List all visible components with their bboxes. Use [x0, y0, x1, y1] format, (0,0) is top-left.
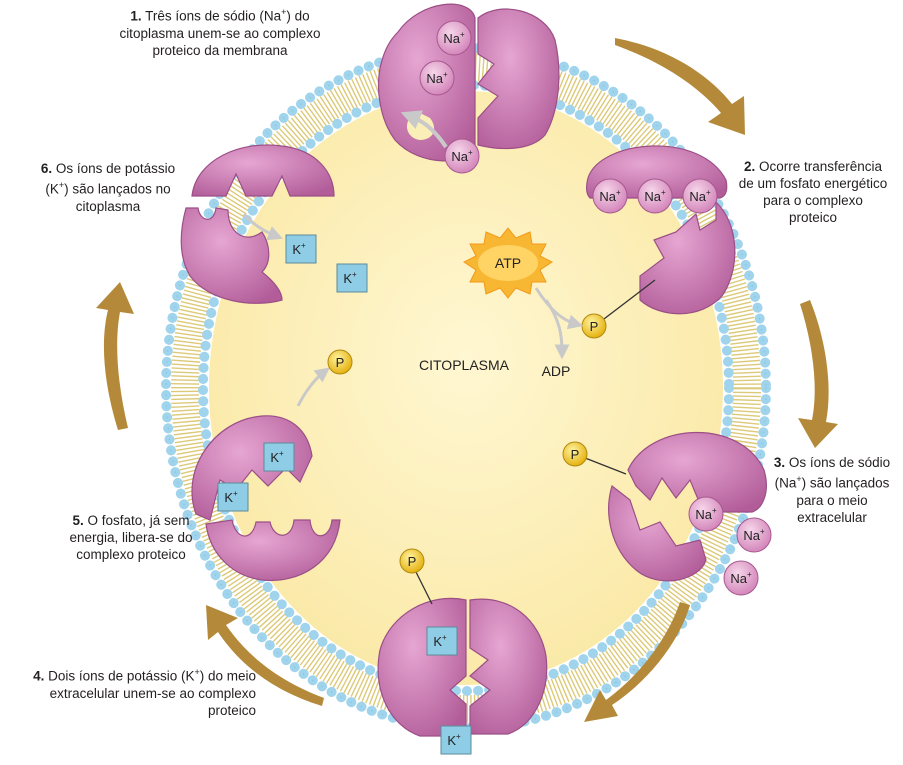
- phosphate-bond: [413, 567, 433, 605]
- pump-protein-step-4: [377, 597, 548, 737]
- ion-label: Na+: [644, 188, 666, 204]
- pump-protein-step-6: [180, 144, 335, 304]
- ion-binding-arrow: [400, 110, 448, 149]
- step-2-caption: 2. Ocorre transferência de um fosfato en…: [738, 159, 888, 225]
- phosphate-group: P: [562, 441, 588, 467]
- cycle-arrow-4-5: [206, 605, 324, 706]
- phosphate-label: P: [336, 355, 345, 370]
- pump-protein-step-1: [377, 3, 560, 162]
- phosphate-label: P: [408, 554, 417, 569]
- step-6-caption: 6. Os íons de potássio (K+) são lançados…: [40, 161, 176, 214]
- pump-protein-step-5: [191, 415, 341, 582]
- step-1-caption: 1. Três íons de sódio (Na+) do citoplasm…: [119, 7, 321, 58]
- potassium-ion: K+: [263, 442, 295, 472]
- phosphate-label: P: [590, 319, 599, 334]
- sodium-ion: Na+: [723, 560, 759, 596]
- ion-label: Na+: [743, 527, 765, 543]
- cycle-arrows: [96, 38, 838, 722]
- sodium-ion: Na+: [592, 178, 628, 214]
- cycle-arrow-1-2: [615, 38, 745, 135]
- cycle-arrow-2-3: [798, 300, 838, 448]
- phosphate-bond: [599, 279, 656, 323]
- sodium-ion: Na+: [444, 138, 480, 174]
- ion-label: Na+: [426, 70, 448, 86]
- ion-label: K+: [433, 633, 447, 649]
- adp-label: ADP: [542, 363, 571, 379]
- phosphate-group: P: [399, 548, 425, 574]
- ion-label: Na+: [599, 188, 621, 204]
- ion-release-arrow: [242, 213, 283, 241]
- step-3-caption: 3. Os íons de sódio (Na+) são lançados p…: [773, 455, 891, 525]
- step-4-caption: 4. Dois íons de potássio (K+) do meio ex…: [33, 667, 256, 718]
- ion-label: K+: [270, 449, 284, 465]
- ion-label: Na+: [443, 30, 465, 46]
- atp-label: ATP: [495, 255, 521, 271]
- cycle-arrow-5-6: [96, 282, 134, 430]
- potassium-ion: K+: [217, 482, 249, 512]
- sodium-ion: Na+: [688, 496, 724, 532]
- potassium-ion: K+: [426, 626, 458, 656]
- atp-burst: ATP: [463, 227, 553, 299]
- potassium-ion: K+: [336, 263, 368, 293]
- ion-label: Na+: [451, 148, 473, 164]
- ion-label: K+: [447, 732, 461, 748]
- ion-label: Na+: [695, 506, 717, 522]
- cycle-arrow-3-4: [584, 602, 690, 722]
- sodium-ion: Na+: [637, 178, 673, 214]
- phosphate-bond: [579, 455, 627, 475]
- phosphate-group: P: [327, 349, 353, 375]
- cytoplasm: [209, 91, 723, 685]
- ion-label: Na+: [689, 188, 711, 204]
- phosphate-release-arrow: [296, 367, 330, 407]
- potassium-ion: K+: [285, 234, 317, 264]
- cytoplasm-label: CITOPLASMA: [419, 357, 510, 373]
- ion-label: K+: [224, 489, 238, 505]
- sodium-ion: Na+: [419, 60, 455, 96]
- sodium-ion: Na+: [682, 178, 718, 214]
- ion-label: K+: [343, 270, 357, 286]
- atp-to-phosphate-arrow: [534, 287, 584, 330]
- phosphate-group: P: [581, 313, 607, 339]
- atp-to-adp-arrow: [544, 299, 570, 360]
- ion-label: K+: [292, 241, 306, 257]
- step-5-caption: 5. O fosfato, já sem energia, libera-se …: [69, 513, 193, 562]
- sodium-ion: Na+: [736, 517, 772, 553]
- phosphate-label: P: [571, 447, 580, 462]
- sodium-ion: Na+: [436, 20, 472, 56]
- ion-label: Na+: [730, 570, 752, 586]
- potassium-ion: K+: [440, 725, 472, 755]
